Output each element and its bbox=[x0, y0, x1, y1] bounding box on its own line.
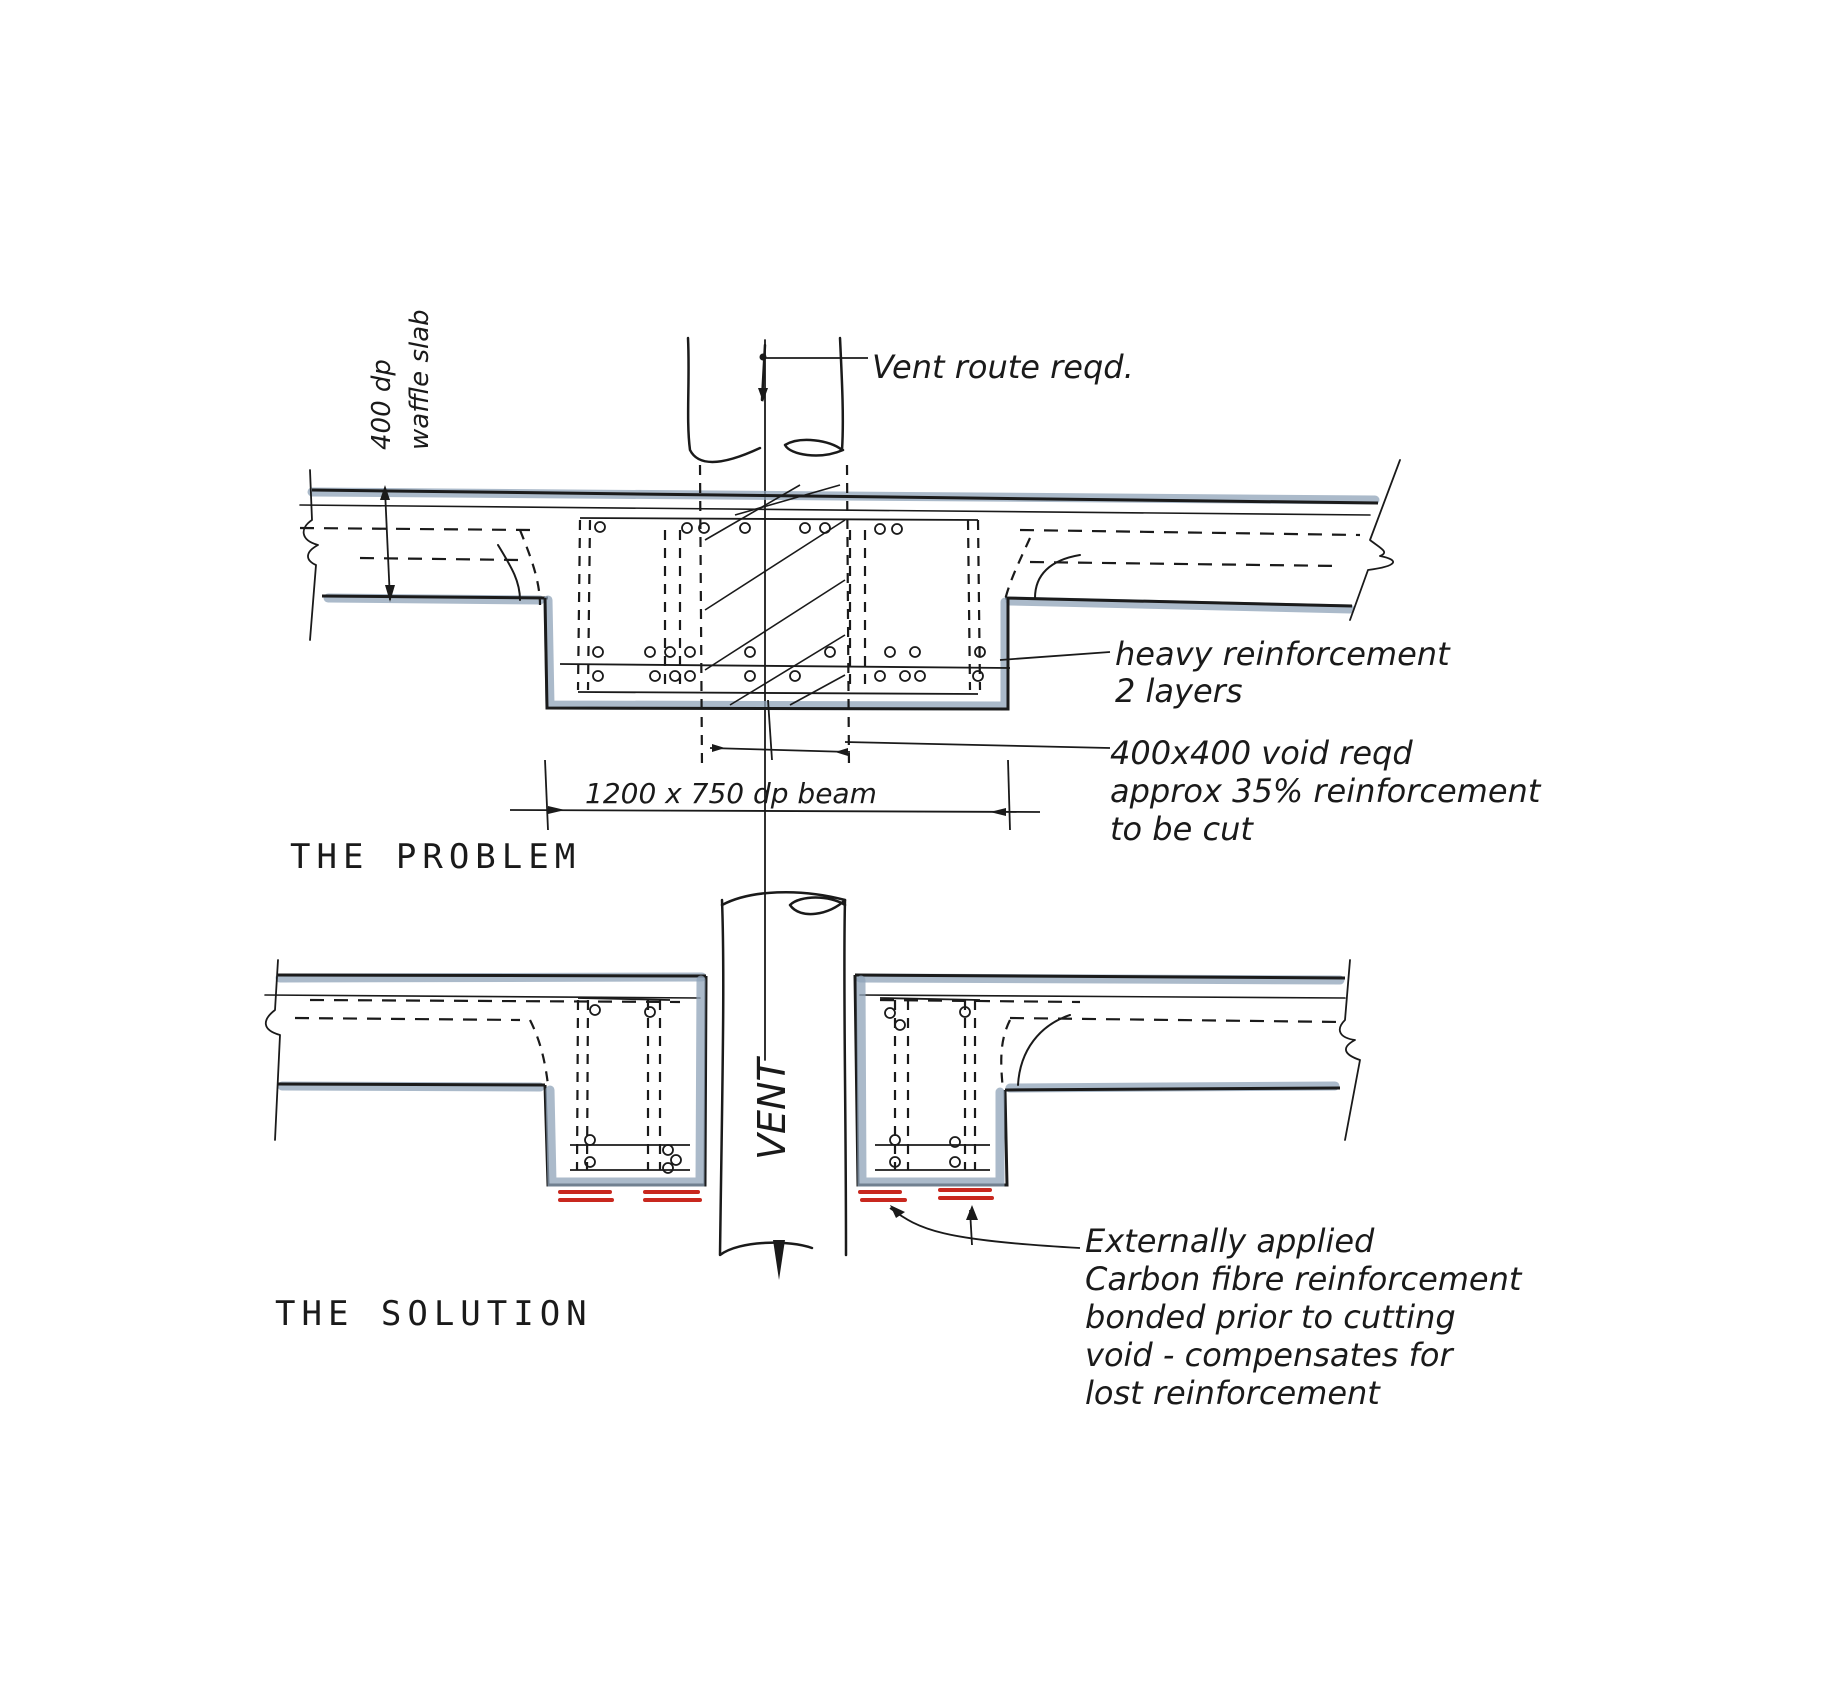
vent-duct-lower: VENT bbox=[718, 890, 848, 1280]
heavy-reinforcement-layers-label: 2 layers bbox=[1115, 672, 1242, 710]
void-label-2: approx 35% reinforcement bbox=[1110, 772, 1542, 810]
vent-arrow-head-lower bbox=[773, 1240, 785, 1280]
cfrp-label-5: lost reinforcement bbox=[1085, 1374, 1381, 1412]
solution-title: THE SOLUTION bbox=[275, 1294, 593, 1334]
beam-dimension-label: 1200 x 750 dp beam bbox=[585, 777, 877, 810]
vent-arrow-head-upper bbox=[758, 388, 768, 402]
void-label-3: to be cut bbox=[1110, 810, 1254, 848]
problem-title: THE PROBLEM bbox=[290, 837, 581, 877]
slab-depth-label: 400 dp bbox=[367, 359, 397, 450]
vent-route-label: Vent route reqd. bbox=[872, 348, 1134, 386]
void-opening bbox=[698, 464, 851, 771]
carbon-fibre-strips bbox=[558, 1188, 994, 1202]
top-reinforcement-bars bbox=[594, 521, 903, 535]
problem-diagram: 1200 x 750 dp beam 400 dp waffle slab Ve… bbox=[290, 309, 1542, 1061]
cfrp-label-3: bonded prior to cutting bbox=[1085, 1298, 1456, 1336]
bottom-reinforcement-bars bbox=[559, 646, 1011, 682]
cfrp-label-4: void - compensates for bbox=[1085, 1336, 1454, 1374]
vent-duct-label: VENT bbox=[750, 1056, 794, 1160]
heavy-reinforcement-label: heavy reinforcement bbox=[1115, 635, 1451, 673]
vent-duct-upper bbox=[686, 336, 868, 1061]
cfrp-label-2: Carbon fibre reinforcement bbox=[1085, 1260, 1523, 1298]
waffle-slab-label: waffle slab bbox=[405, 309, 435, 450]
void-label-1: 400x400 void reqd bbox=[1110, 734, 1413, 772]
solution-diagram: VENT bbox=[264, 890, 1523, 1412]
cfrp-label-1: Externally applied bbox=[1085, 1222, 1375, 1260]
